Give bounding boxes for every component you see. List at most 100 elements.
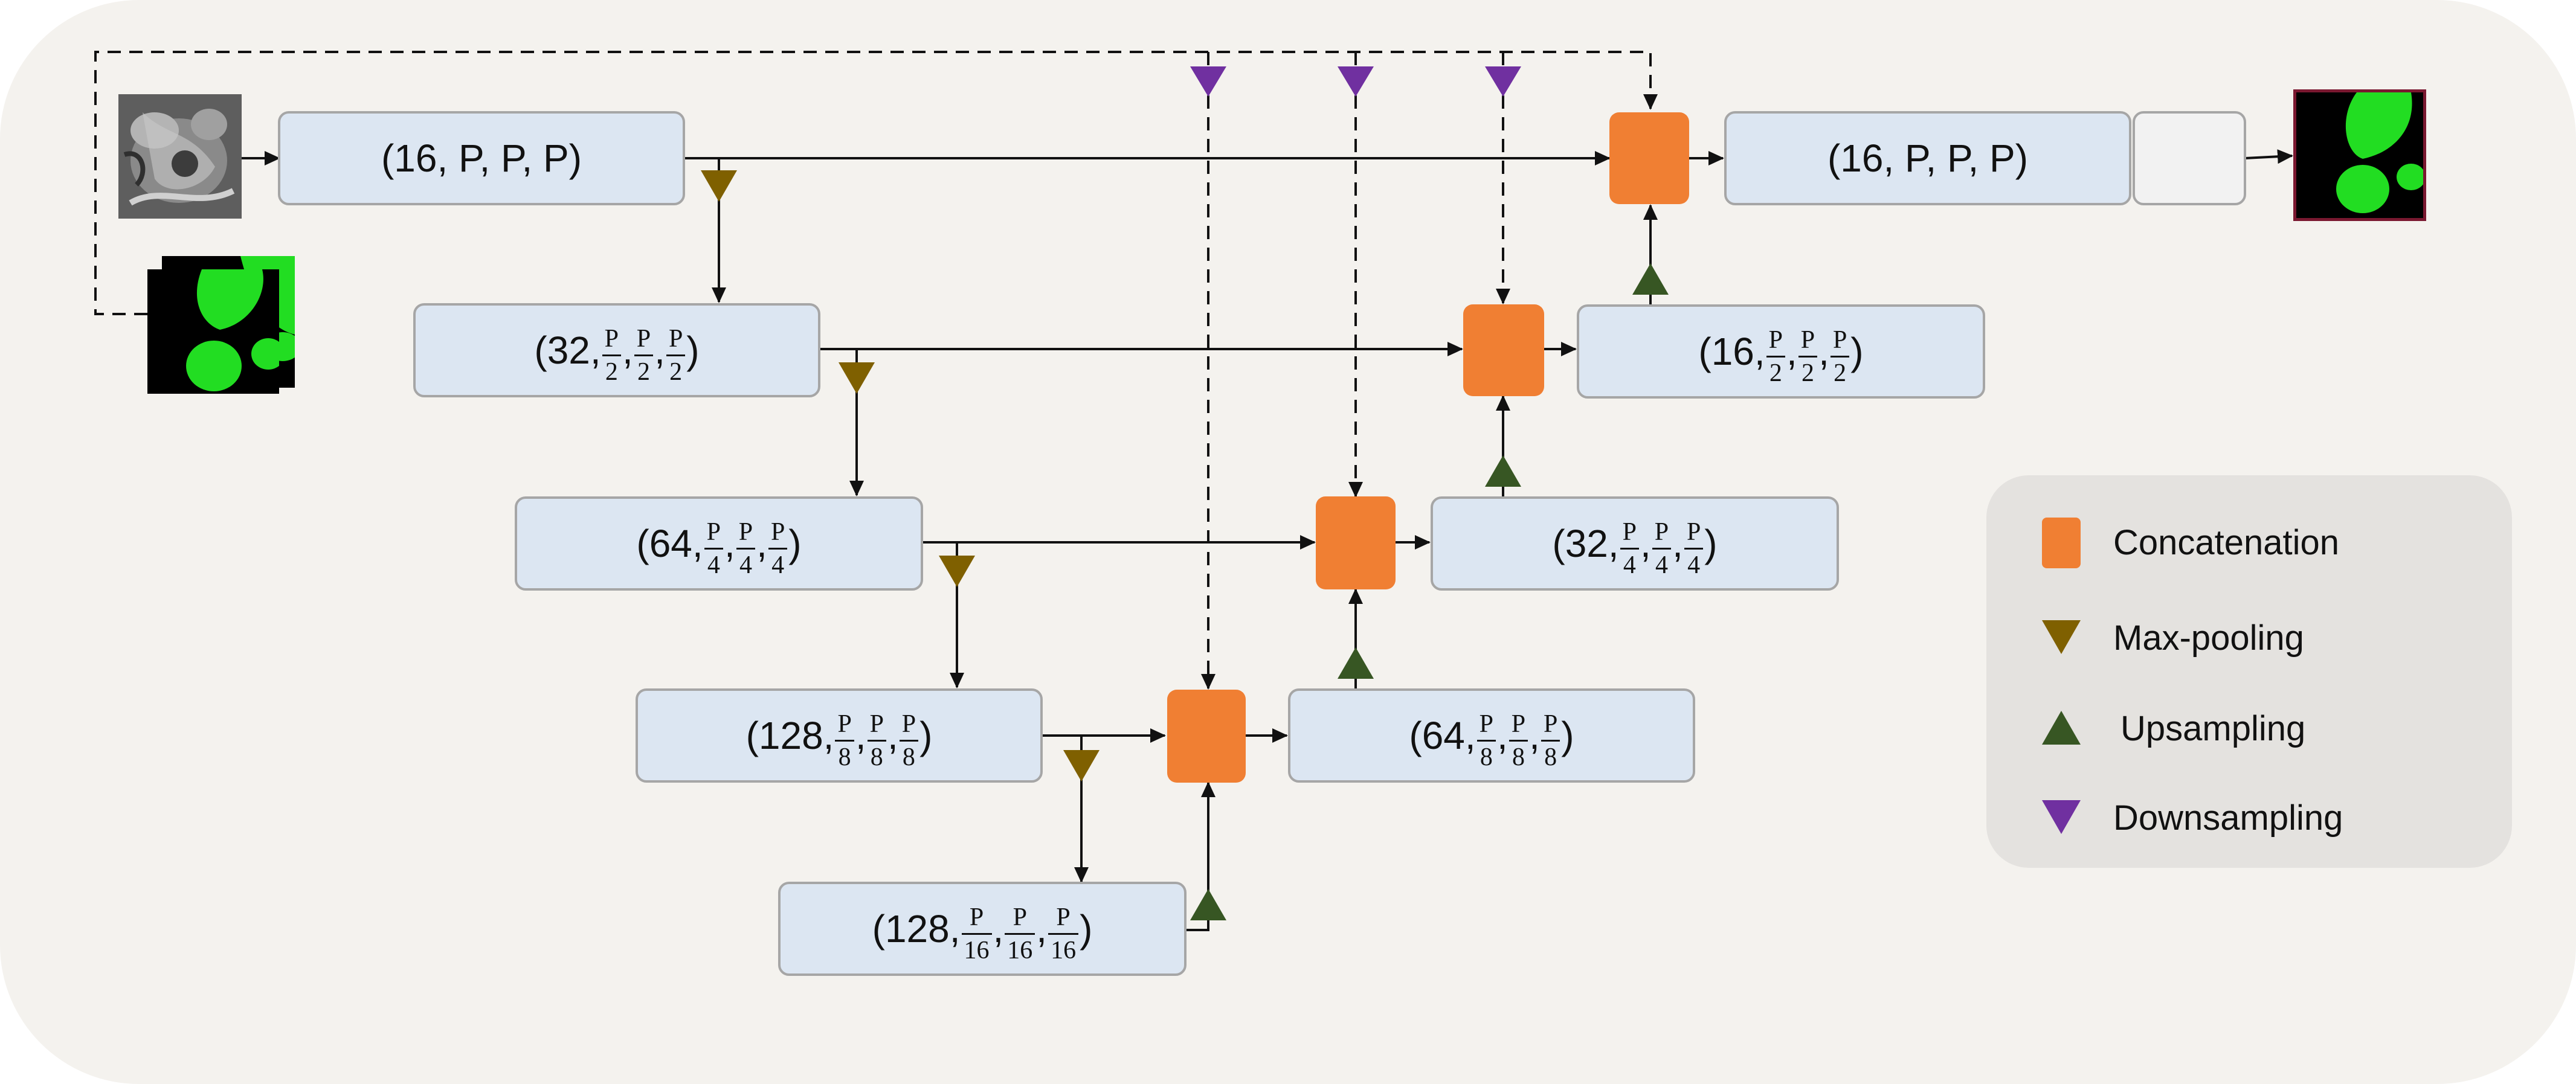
denominator: 16 <box>1007 936 1033 964</box>
output-layer-block <box>2133 111 2246 205</box>
numerator: P <box>738 518 753 546</box>
arrow-bottleneck-to-concat4 <box>1185 781 1216 931</box>
numerator: P <box>668 324 683 353</box>
numerator: P <box>901 710 916 738</box>
numerator: P <box>837 710 852 738</box>
legend-label: Concatenation <box>2113 523 2340 562</box>
decoder-block-1-label: (16, P, P, P) <box>1827 136 2029 180</box>
upsampling-icon <box>2042 711 2081 745</box>
denominator: 2 <box>1769 359 1782 387</box>
max-pooling-icon <box>1063 750 1100 781</box>
numerator: P <box>770 518 785 546</box>
upsampling-icon <box>1485 455 1521 487</box>
upsampling-symbols <box>1190 263 1669 920</box>
max-pooling-symbols <box>701 170 1100 781</box>
max-pooling-icon <box>939 556 975 587</box>
max-pooling-icon <box>839 362 875 394</box>
input-ct-image <box>118 94 242 219</box>
denominator: 2 <box>1834 359 1847 387</box>
encoder-block-1-label: (16, P, P, P) <box>381 136 582 180</box>
denominator: 8 <box>870 743 883 771</box>
upsampling-icon <box>1632 263 1669 295</box>
bottleneck-block-prefix: (128, <box>872 907 961 951</box>
legend-label: Downsampling <box>2113 798 2343 838</box>
max-pooling-icon <box>701 170 737 202</box>
downsampling-icon <box>2042 800 2081 834</box>
legend-item-downsampling: Downsampling <box>1986 793 2512 841</box>
arrow-to-output <box>2244 149 2293 164</box>
numerator: P <box>969 903 984 931</box>
denominator: 4 <box>739 551 752 579</box>
decoder-block-2-prefix: (16, <box>1698 330 1765 373</box>
denominator: 4 <box>1655 551 1668 579</box>
denominator: 16 <box>1051 936 1077 964</box>
encoder-block-2-prefix: (32, <box>534 329 601 372</box>
encoder-block-4-prefix: (128, <box>745 714 834 757</box>
denominator: 8 <box>1544 743 1557 771</box>
numerator: P <box>1832 326 1847 354</box>
mask-dashed-path <box>94 51 1658 315</box>
mask-front-shapes <box>186 269 279 391</box>
numerator: P <box>706 518 721 546</box>
decoder-block-3-prefix: (32, <box>1552 522 1619 565</box>
concatenation-icon <box>2042 518 2081 568</box>
denominator: 2 <box>1801 359 1814 387</box>
denominator: 4 <box>1623 551 1636 579</box>
legend-label: Upsampling <box>2120 709 2306 748</box>
concatenation-node-1 <box>1609 112 1689 204</box>
numerator: P <box>1800 326 1815 354</box>
downsampling-icon <box>1485 66 1521 97</box>
legend-item-concatenation: Concatenation <box>1986 518 2512 568</box>
denominator: 4 <box>1687 551 1701 579</box>
upsampling-icon <box>1338 647 1374 679</box>
numerator: P <box>1543 710 1558 738</box>
denominator: 2 <box>605 358 618 386</box>
output-mask-shapes <box>2336 92 2423 213</box>
numerator: P <box>1768 326 1783 354</box>
concatenation-node-2 <box>1463 304 1544 396</box>
denominator: 4 <box>707 551 720 579</box>
denominator: 2 <box>637 358 650 386</box>
legend-item-max-pooling: Max-pooling <box>1986 613 2512 661</box>
upsampling-icon <box>1190 889 1226 920</box>
numerator: P <box>1056 903 1071 931</box>
numerator: P <box>636 324 651 353</box>
decoder-block-4-prefix: (64, <box>1409 714 1476 757</box>
input-mask-front <box>147 269 279 394</box>
encoder-block-3-prefix: (64, <box>636 522 703 565</box>
denominator: 8 <box>1480 743 1493 771</box>
denominator: 2 <box>669 358 683 386</box>
denominator: 8 <box>1512 743 1525 771</box>
numerator: P <box>1622 518 1637 546</box>
concatenation-node-4 <box>1167 690 1246 783</box>
downsampling-symbols <box>1190 66 1521 97</box>
decoder-block-1: (16, P, P, P) <box>1724 111 2131 205</box>
numerator: P <box>1479 710 1494 738</box>
max-pooling-icon <box>2042 620 2081 654</box>
output-mask-image <box>2293 89 2426 221</box>
denominator: 4 <box>771 551 785 579</box>
legend-label: Max-pooling <box>2113 618 2304 658</box>
concatenation-node-3 <box>1316 496 1396 589</box>
